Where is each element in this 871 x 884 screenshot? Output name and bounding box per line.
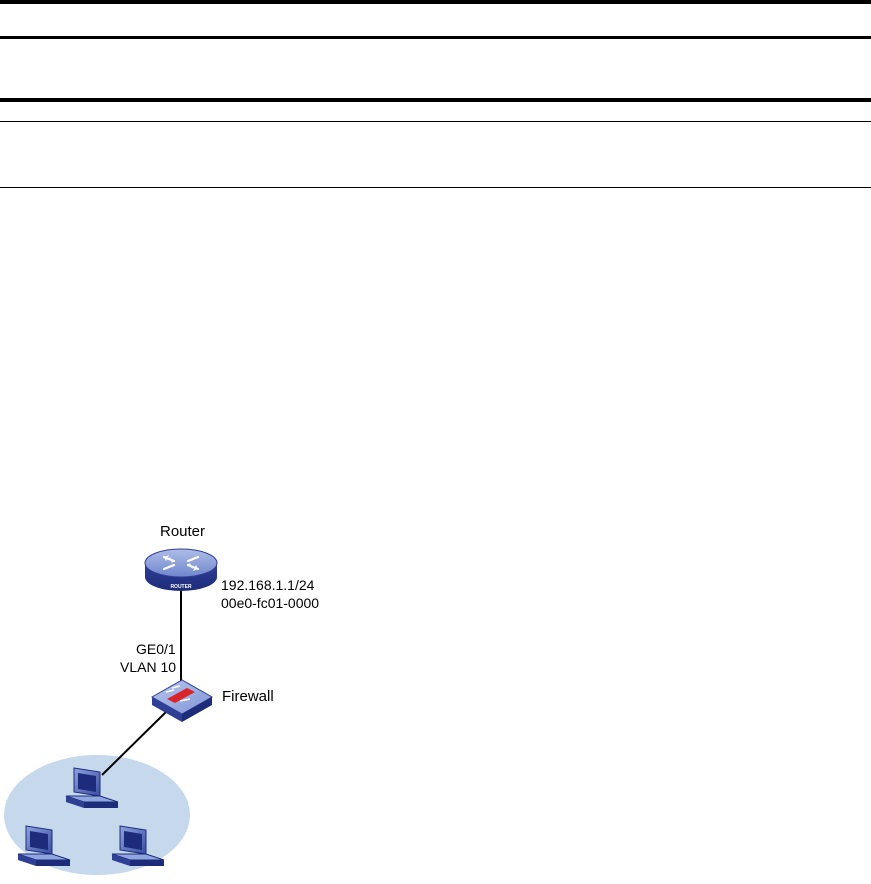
header-rule (0, 36, 871, 39)
link-port-label: GE0/1 (136, 641, 176, 657)
top-rule (0, 0, 871, 4)
firewall-label: Firewall (222, 688, 274, 705)
router-icon: ROUTER (144, 548, 218, 591)
pc-icon (17, 825, 71, 866)
section-rule-top (0, 121, 871, 122)
router-label: Router (160, 523, 206, 540)
pc-icon (65, 767, 119, 808)
router-badge: ROUTER (170, 584, 192, 590)
router-mac-address: 00e0-fc01-0000 (221, 595, 320, 611)
link-vlan-label: VLAN 10 (120, 659, 177, 675)
header-bottom-rule (0, 98, 871, 102)
router-ip-address: 192.168.1.1/24 (221, 577, 315, 593)
pc-icon (111, 825, 165, 866)
firewall-icon (150, 679, 214, 722)
section-rule-bottom (0, 187, 871, 188)
firewall-lan-link (101, 711, 167, 776)
